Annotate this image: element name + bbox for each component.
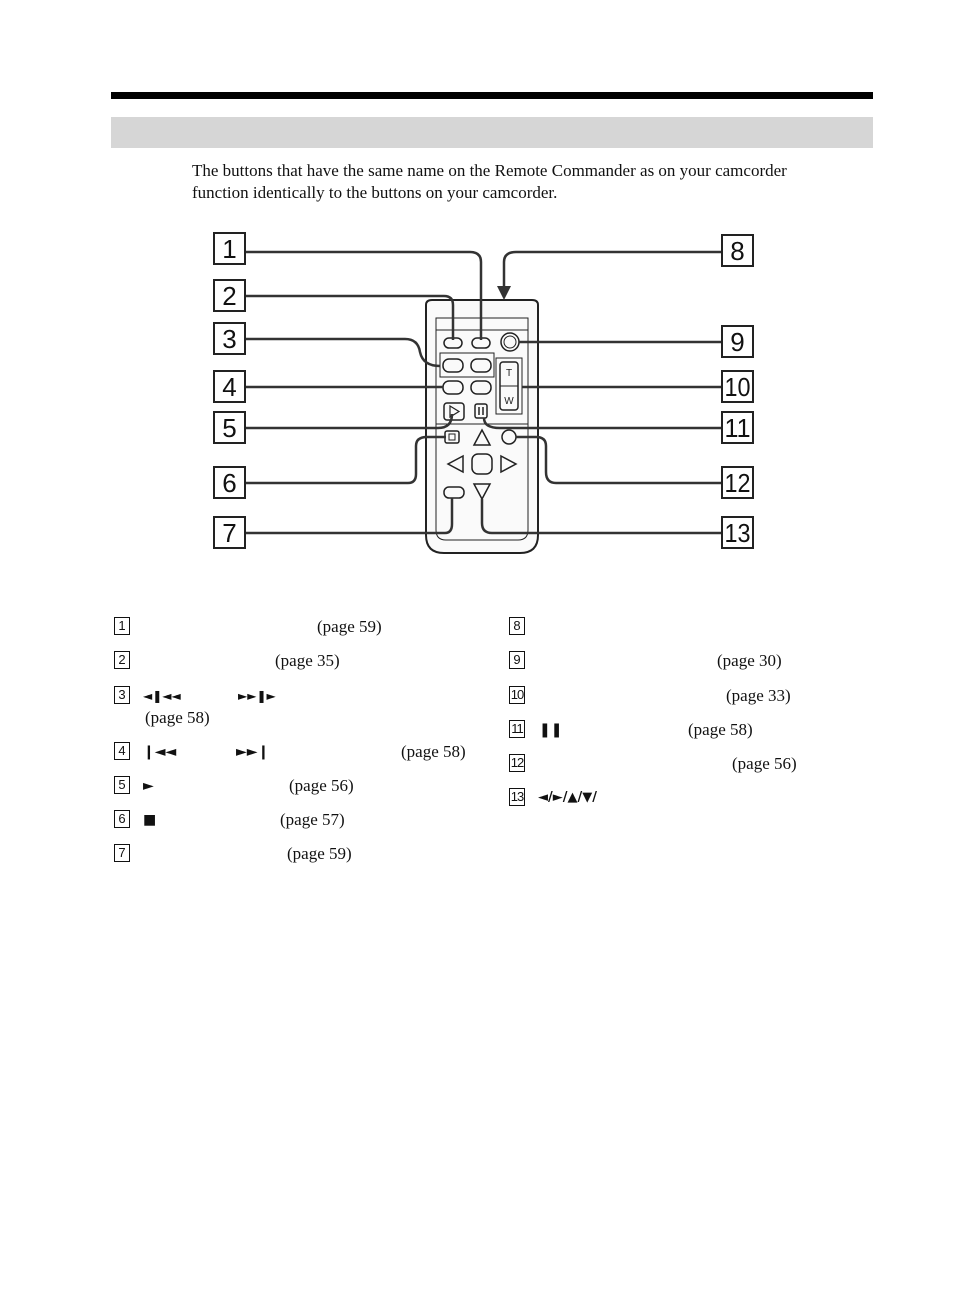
remote-commander-diagram: T W 1 2 3 4 5 bbox=[213, 232, 754, 554]
legend-page-10: (page 33) bbox=[726, 686, 791, 705]
callout-boxes bbox=[213, 232, 754, 549]
legend-page-7: (page 59) bbox=[287, 844, 352, 863]
legend-number-6: 6 bbox=[114, 810, 130, 828]
callout-number-12: 12 bbox=[725, 468, 751, 498]
remote-commander bbox=[425, 299, 539, 554]
remote-tele-label: T bbox=[506, 368, 512, 379]
callout-number-10: 10 bbox=[725, 372, 751, 402]
callout-box-2 bbox=[213, 279, 246, 312]
remote-button-3b bbox=[470, 358, 492, 373]
legend-number-10: 10 bbox=[509, 686, 525, 704]
remote-dpad-left bbox=[446, 454, 464, 474]
legend-page-4: (page 58) bbox=[401, 742, 466, 761]
intro-paragraph: The buttons that have the same name on t… bbox=[192, 160, 882, 204]
callout-number-11: 11 bbox=[725, 413, 751, 443]
intro-line-1: The buttons that have the same name on t… bbox=[192, 161, 787, 180]
legend-number-2: 2 bbox=[114, 651, 130, 669]
legend-number-8: 8 bbox=[509, 617, 525, 635]
legend-page-9: (page 30) bbox=[717, 651, 782, 670]
callout-box-3 bbox=[213, 322, 246, 355]
legend-number-4: 4 bbox=[114, 742, 130, 760]
legend-page-11: (page 58) bbox=[688, 720, 753, 739]
legend-number-1: 1 bbox=[114, 617, 130, 635]
legend-number-13: 13 bbox=[509, 788, 525, 806]
callout-number-4: 4 bbox=[222, 372, 236, 402]
callout-number-7: 7 bbox=[222, 518, 236, 548]
intro-line-2: function identically to the buttons on y… bbox=[192, 183, 558, 202]
arrow-head-8 bbox=[497, 286, 511, 300]
callout-box-12 bbox=[721, 466, 754, 499]
slow-reverse-icon: ◄❚◄◄ bbox=[143, 689, 181, 703]
remote-dpad-up bbox=[472, 428, 492, 446]
legend-number-5: 5 bbox=[114, 776, 130, 794]
callout-box-11 bbox=[721, 411, 754, 444]
legend-number-9: 9 bbox=[509, 651, 525, 669]
callout-number-2: 2 bbox=[222, 281, 236, 311]
callout-box-6 bbox=[213, 466, 246, 499]
callout-number-3: 3 bbox=[222, 324, 236, 354]
previous-icon: ❙◄◄ bbox=[143, 744, 177, 760]
legend-page-12: (page 56) bbox=[732, 754, 797, 773]
legend-number-11: 11 bbox=[509, 720, 525, 738]
section-header-bar bbox=[111, 117, 873, 148]
legend-page-3: (page 58) bbox=[145, 708, 210, 727]
callout-box-5 bbox=[213, 411, 246, 444]
pause-icon: ❚❚ bbox=[539, 722, 563, 738]
top-rule bbox=[111, 92, 873, 99]
legend-number-7: 7 bbox=[114, 844, 130, 862]
slow-forward-icon: ►►❚► bbox=[238, 689, 276, 703]
legend-number-3: 3 bbox=[114, 686, 130, 704]
remote-button-3a bbox=[442, 358, 464, 373]
remote-pause-button bbox=[474, 403, 488, 419]
callout-number-13: 13 bbox=[725, 518, 751, 548]
legend-number-12: 12 bbox=[509, 754, 525, 772]
legend-page-6: (page 57) bbox=[280, 810, 345, 829]
play-icon: ► bbox=[143, 778, 154, 794]
callout-box-10 bbox=[721, 370, 754, 403]
remote-dpad-right bbox=[500, 454, 518, 474]
legend-page-2: (page 35) bbox=[275, 651, 340, 670]
leader-lines bbox=[245, 250, 722, 535]
next-icon: ►►❙ bbox=[236, 744, 270, 760]
remote-dpad-down bbox=[472, 483, 492, 501]
callout-box-1 bbox=[213, 232, 246, 265]
callout-number-8: 8 bbox=[730, 236, 744, 266]
legend-page-1: (page 59) bbox=[317, 617, 382, 636]
remote-button-7 bbox=[443, 486, 465, 499]
callout-box-13 bbox=[721, 516, 754, 549]
callout-box-8 bbox=[721, 234, 754, 267]
remote-wide-label: W bbox=[504, 396, 514, 407]
stop-icon: ■ bbox=[143, 812, 157, 828]
callout-box-9 bbox=[721, 325, 754, 358]
direction-arrows-icon: ◄/►/▲/▼/ bbox=[538, 790, 597, 805]
remote-dpad-center bbox=[471, 453, 493, 475]
callout-number-5: 5 bbox=[222, 413, 236, 443]
remote-button-4b bbox=[470, 380, 492, 395]
callout-number-9: 9 bbox=[730, 327, 744, 357]
callout-number-1: 1 bbox=[222, 234, 236, 264]
callout-box-4 bbox=[213, 370, 246, 403]
legend-page-5: (page 56) bbox=[289, 776, 354, 795]
callout-number-6: 6 bbox=[222, 468, 236, 498]
callout-box-7 bbox=[213, 516, 246, 549]
